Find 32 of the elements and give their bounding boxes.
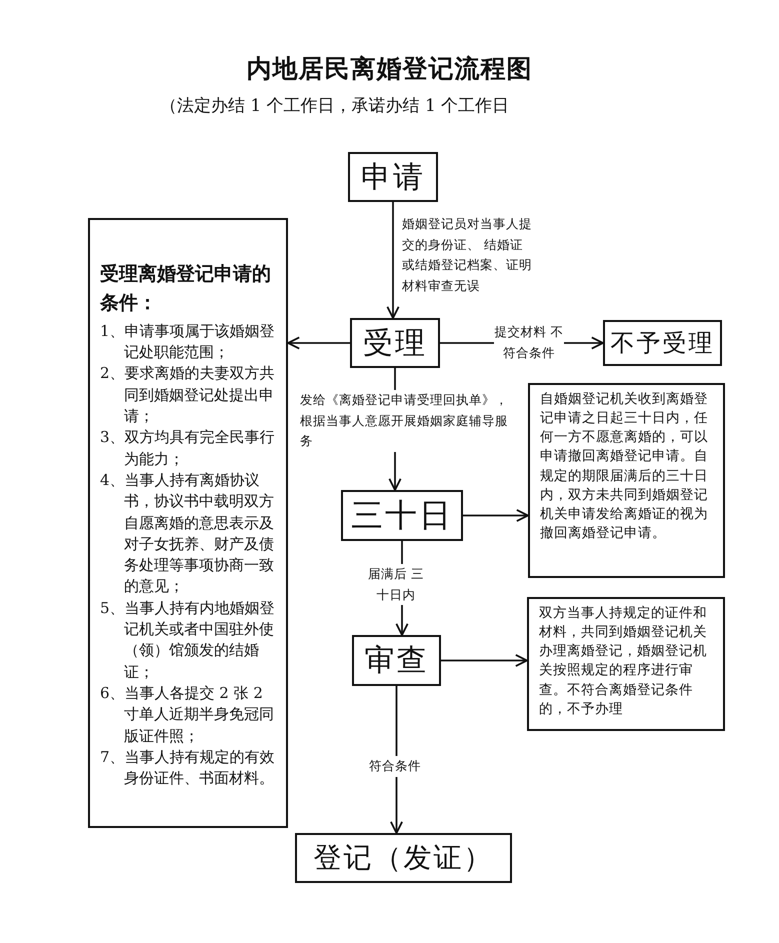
step-text: 申请 — [361, 158, 425, 196]
process-box — [352, 635, 441, 686]
diagram-title: 内地居民离婚登记流程图 — [246, 53, 534, 85]
step-text: 登记（发证） — [314, 840, 494, 876]
step-text: 审查 — [364, 642, 428, 680]
process-box — [603, 320, 722, 366]
condition-item: 1、申请事项属于该婚姻登记处职能范围； — [100, 320, 276, 364]
condition-item: 4、当事人持有离婚协议书，协议书中载明双方自愿离婚的意思表示及对子女抚养、财产及债务处理等事项协商一致的意见； — [100, 470, 275, 598]
panel-heading: 受理离婚登记申请的条件： — [100, 262, 272, 316]
arrow — [386, 202, 400, 319]
arrow — [441, 654, 528, 667]
condition-item: 2、要求离婚的夫妻双方共同到婚姻登记处提出申请； — [100, 363, 276, 428]
subtitle: （法定办结 1 个工作日，承诺办结 1 个工作日 — [160, 95, 510, 117]
conditions-panel — [88, 218, 288, 828]
condition-item: 5、当事人持有内地婚姻登记机关或者中国驻外使（领）馆颁发的结婚证； — [100, 598, 276, 683]
condition-item: 3、双方均具有完全民事行为能力； — [100, 427, 276, 470]
note-text: 双方当事人持规定的证件和材料，共同到婚姻登记机关办理离婚登记，婚姻登记机关按照规定的程序进行审查。不符合离婚登记条件的，不予办理 — [539, 604, 708, 719]
note-box — [527, 597, 725, 731]
process-box — [341, 490, 463, 541]
step-text: 三十日 — [351, 494, 453, 536]
note-box — [528, 383, 725, 578]
process-box — [348, 152, 438, 202]
process-box — [350, 318, 440, 368]
step-text: 受理 — [363, 324, 427, 362]
process-box — [295, 833, 512, 883]
condition-item: 6、当事人各提交 2 张 2 寸单人近期半身免冠同版证件照； — [100, 682, 275, 747]
arrow — [463, 509, 529, 522]
condition-item: 7、当事人持有规定的有效身份证件、书面材料。 — [100, 746, 276, 790]
step-text: 不予受理 — [610, 328, 714, 359]
note-text: 自婚姻登记机关收到离婚登记申请之日起三十日内，任何一方不愿意离婚的，可以申请撤回离婚登记申请。自规定的期限届满后的三十日内，双方未共同到婚姻登记机关申请发给离婚证的视为撤回离婚登记申请。 — [540, 390, 709, 544]
edge-label: 届满后 三十日内 — [368, 564, 424, 606]
arrow — [287, 336, 350, 350]
